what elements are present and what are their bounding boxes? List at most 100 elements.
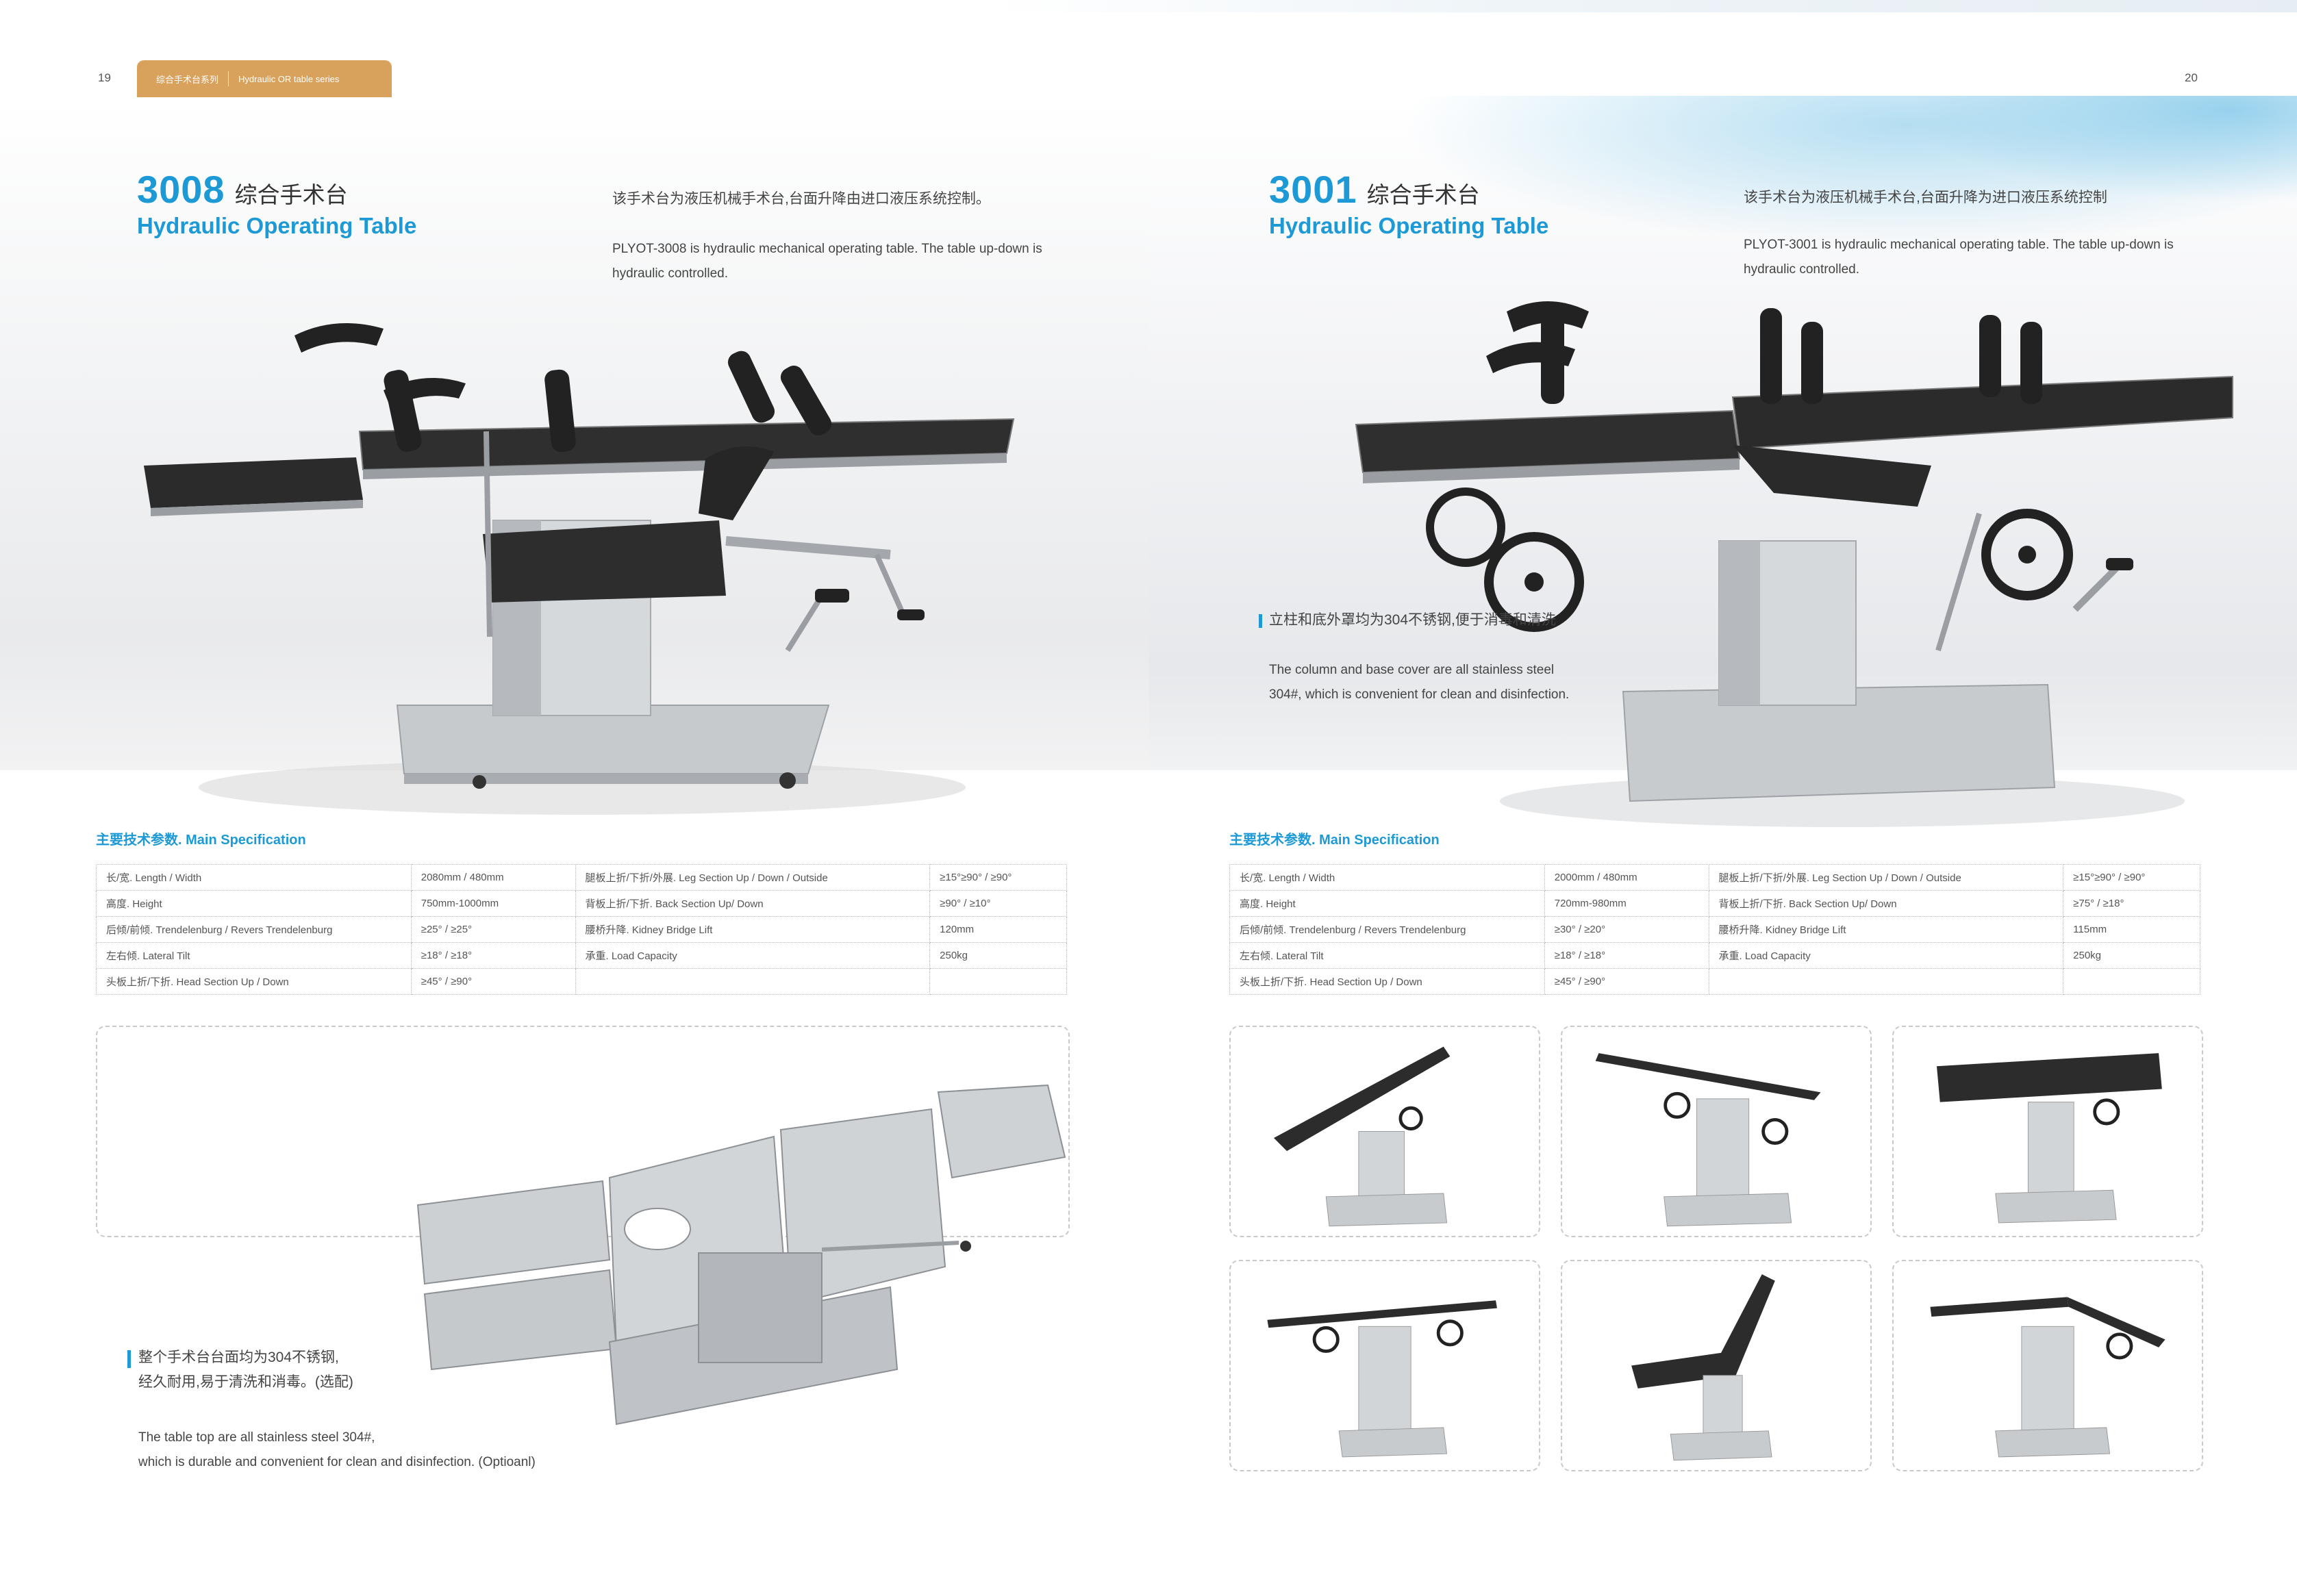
spec-title-right: 主要技术参数. Main Specification — [1229, 833, 1440, 848]
position-thumbnail — [1892, 1026, 2203, 1237]
spec-cell-l-value: ≥18° / ≥18° — [410, 942, 576, 969]
spec-cell-r-value — [929, 968, 1067, 995]
position-thumbnail — [1892, 1260, 2203, 1471]
spec-cell-l-label: 高度. Height — [1229, 890, 1545, 917]
spec-cell-r-value: ≥15°≥90° / ≥90° — [929, 864, 1067, 891]
position-thumbnail — [1561, 1026, 1872, 1237]
spec-cell-l-label: 后倾/前倾. Trendelenburg / Revers Trendelenb… — [1229, 916, 1545, 943]
spec-cell-r-label: 承重. Load Capacity — [575, 942, 931, 969]
spec-cell-l-value: ≥18° / ≥18° — [1544, 942, 1709, 969]
description-en-line2: hydraulic controlled. — [612, 266, 728, 281]
spec-cell-l-value: 750mm-1000mm — [410, 890, 576, 917]
spec-cell-l-value: ≥45° / ≥90° — [1544, 968, 1709, 995]
spec-cell-l-label: 后倾/前倾. Trendelenburg / Revers Trendelenb… — [96, 916, 412, 943]
callout-en-line2: 304#, which is convenient for clean and … — [1269, 687, 1570, 702]
page-number-right: 20 — [2185, 71, 2198, 84]
stainless-table-image — [416, 1084, 1066, 1426]
title-zh: 综合手术台 — [234, 182, 348, 207]
callout-zh-right: 立柱和底外罩均为304不锈钢,便于消毒和清洗 — [1269, 612, 1556, 628]
title-en: Hydraulic Operating Table — [137, 213, 417, 238]
table-position-image — [1273, 1046, 1451, 1227]
spec-cell-r-value: 120mm — [929, 916, 1067, 943]
spec-cell-r-label: 承重. Load Capacity — [1708, 942, 2064, 969]
spec-cell-r-label: 腰桥升降. Kidney Bridge Lift — [1708, 916, 2064, 943]
spec-cell-l-label: 头板上折/下折. Head Section Up / Down — [1229, 968, 1545, 995]
description-en-line1: PLYOT-3001 is hydraulic mechanical opera… — [1744, 238, 2174, 252]
product-title-3001: 3001 综合手术台 Hydraulic Operating Table — [1269, 167, 1548, 239]
spec-cell-r-value: 250kg — [929, 942, 1067, 969]
table-position-image — [1595, 1053, 1821, 1227]
spec-row: 头板上折/下折. Head Section Up / Down≥45° / ≥9… — [96, 968, 1067, 995]
spec-cell-l-value: 2000mm / 480mm — [1544, 864, 1709, 891]
spec-cell-l-label: 高度. Height — [96, 890, 412, 917]
sky-gradient — [993, 96, 2297, 383]
spec-cell-r-value: ≥90° / ≥10° — [929, 890, 1067, 917]
product-image-3008 — [144, 323, 1015, 815]
callout-en-left: The table top are all stainless steel 30… — [138, 1426, 536, 1475]
position-thumbnail — [1561, 1260, 1872, 1471]
description-zh: 该手术台为液压机械手术台,台面升降由进口液压系统控制。 — [612, 191, 990, 207]
callout-en-line1: The column and base cover are all stainl… — [1269, 663, 1555, 677]
callout-zh-left: 整个手术台台面均为304不锈钢, 经久耐用,易于清洗和消毒。(选配) — [138, 1345, 353, 1395]
spec-cell-l-label: 左右倾. Lateral Tilt — [1229, 942, 1545, 969]
spec-row: 后倾/前倾. Trendelenburg / Revers Trendelenb… — [96, 916, 1067, 943]
description-en: PLYOT-3008 is hydraulic mechanical opera… — [612, 237, 1042, 286]
spec-cell-r-label — [575, 968, 931, 995]
description-en: PLYOT-3001 is hydraulic mechanical opera… — [1744, 233, 2174, 282]
spec-cell-r-label: 背板上折/下折. Back Section Up/ Down — [575, 890, 931, 917]
spec-cell-l-value: ≥30° / ≥20° — [1544, 916, 1709, 943]
spec-cell-r-label: 腰桥升降. Kidney Bridge Lift — [575, 916, 931, 943]
series-header-tab[interactable]: 综合手术台系列 Hydraulic OR table series — [137, 60, 392, 97]
model-number: 3001 — [1269, 168, 1357, 211]
spec-cell-r-label: 背板上折/下折. Back Section Up/ Down — [1708, 890, 2064, 917]
header-separator — [228, 71, 229, 86]
spec-cell-l-value: ≥25° / ≥25° — [410, 916, 576, 943]
title-zh: 综合手术台 — [1366, 182, 1480, 207]
description-en-line2: hydraulic controlled. — [1744, 262, 1859, 277]
product-image-3001 — [1355, 301, 2233, 827]
callout-marker-left — [127, 1350, 131, 1368]
spec-cell-l-label: 长/宽. Length / Width — [96, 864, 412, 891]
callout-en-line2: which is durable and convenient for clea… — [138, 1455, 536, 1469]
spec-cell-l-value: 2080mm / 480mm — [410, 864, 576, 891]
spec-cell-r-value: 115mm — [2063, 916, 2200, 943]
series-name-en: Hydraulic OR table series — [238, 73, 340, 84]
callout-zh-line1: 整个手术台台面均为304不锈钢, — [138, 1350, 339, 1365]
table-position-image — [1930, 1297, 2166, 1458]
callout-marker-right — [1259, 614, 1262, 628]
spec-row: 头板上折/下折. Head Section Up / Down≥45° / ≥9… — [1229, 968, 2200, 995]
spec-cell-r-value: ≥75° / ≥18° — [2063, 890, 2200, 917]
top-strip — [993, 0, 2297, 12]
series-name-zh: 综合手术台系列 — [156, 74, 219, 85]
callout-en-right: The column and base cover are all stainl… — [1269, 658, 1569, 707]
page-number-left: 19 — [98, 71, 111, 84]
spec-cell-r-label: 腿板上折/下折/外展. Leg Section Up / Down / Outs… — [575, 864, 931, 891]
spec-cell-r-label — [1708, 968, 2064, 995]
title-en: Hydraulic Operating Table — [1269, 213, 1549, 238]
product-title-3008: 3008 综合手术台 Hydraulic Operating Table — [137, 167, 416, 239]
spec-cell-r-value — [2063, 968, 2200, 995]
table-position-image — [1267, 1300, 1497, 1458]
callout-en-line1: The table top are all stainless steel 30… — [138, 1430, 375, 1445]
spec-row: 左右倾. Lateral Tilt≥18° / ≥18°承重. Load Cap… — [96, 942, 1067, 969]
description-en-line1: PLYOT-3008 is hydraulic mechanical opera… — [612, 242, 1042, 256]
table-position-image — [1631, 1274, 1775, 1461]
spec-title-left: 主要技术参数. Main Specification — [96, 833, 306, 848]
spec-cell-r-label: 腿板上折/下折/外展. Leg Section Up / Down / Outs… — [1708, 864, 2064, 891]
spec-row: 后倾/前倾. Trendelenburg / Revers Trendelenb… — [1229, 916, 2200, 943]
spec-cell-l-label: 头板上折/下折. Head Section Up / Down — [96, 968, 412, 995]
spec-row: 左右倾. Lateral Tilt≥18° / ≥18°承重. Load Cap… — [1229, 942, 2200, 969]
model-number: 3008 — [137, 168, 225, 211]
spec-cell-l-label: 左右倾. Lateral Tilt — [96, 942, 412, 969]
table-position-image — [1936, 1053, 2162, 1224]
position-thumbnail — [1229, 1260, 1540, 1471]
spec-cell-r-value: 250kg — [2063, 942, 2200, 969]
spec-cell-r-value: ≥15°≥90° / ≥90° — [2063, 864, 2200, 891]
description-zh: 该手术台为液压机械手术台,台面升降为进口液压系统控制 — [1744, 190, 2107, 205]
